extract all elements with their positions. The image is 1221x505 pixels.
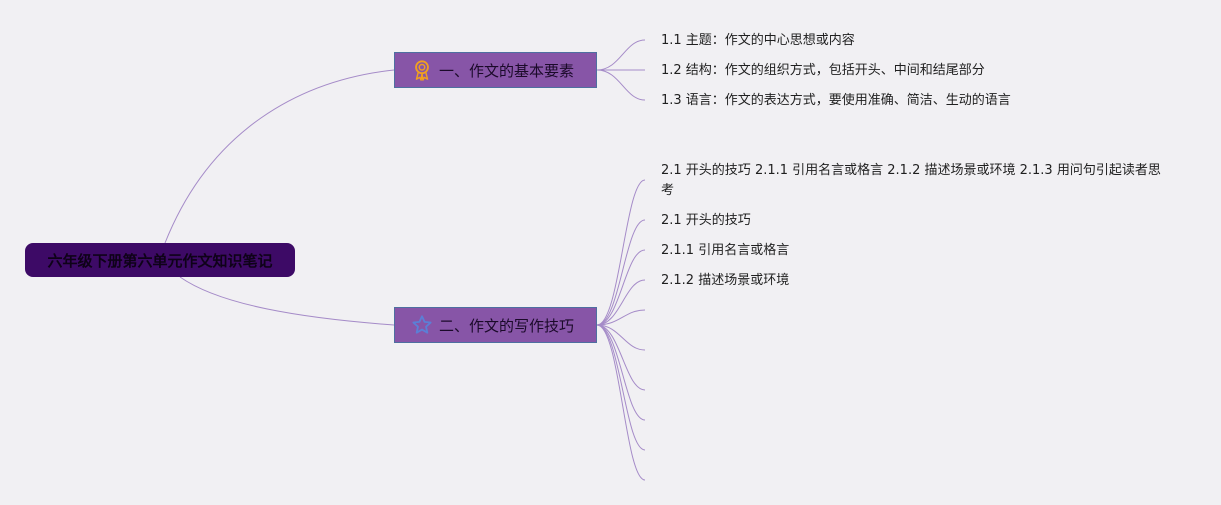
leaf-topic[interactable]: 1.1 主题：作文的中心思想或内容 xyxy=(661,33,855,48)
connector-branch-1-leaf-1 xyxy=(596,39,646,71)
star-icon xyxy=(412,315,432,334)
branch-node-writing-techniques[interactable]: 二、作文的写作技巧 xyxy=(394,307,597,343)
branch-node-basic-elements[interactable]: 一、作文的基本要素 xyxy=(394,52,597,88)
connector-branch-2-leaf-4 xyxy=(596,279,646,326)
leaf-quote-technique[interactable]: 2.1.1 引用名言或格言 xyxy=(661,243,790,258)
connector-branch-2-leaf-7 xyxy=(596,324,646,391)
leaf-opening-techniques-full[interactable]: 2.1 开头的技巧 2.1.1 引用名言或格言 2.1.2 描述场景或环境 2.… xyxy=(661,163,1161,198)
branch-label: 二、作文的写作技巧 xyxy=(439,316,575,335)
root-node[interactable]: 六年级下册第六单元作文知识笔记 xyxy=(25,243,295,277)
leaf-scene-technique[interactable]: 2.1.2 描述场景或环境 xyxy=(661,273,790,288)
connector-root-branch-2 xyxy=(179,276,395,326)
connector-branch-2-leaf-5 xyxy=(596,309,646,326)
connector-branch-2-leaf-1 xyxy=(596,179,646,326)
connector-branch-1-leaf-3 xyxy=(596,69,646,101)
connector-branch-2-leaf-2 xyxy=(596,219,646,326)
ribbon-badge-icon xyxy=(415,60,429,81)
connector-branch-2-leaf-10 xyxy=(596,324,646,481)
connector-root-branch-1 xyxy=(164,69,395,244)
leaf-language[interactable]: 1.3 语言：作文的表达方式，要使用准确、简洁、生动的语言 xyxy=(661,93,1011,108)
connector-branch-2-leaf-8 xyxy=(596,324,646,421)
root-title: 六年级下册第六单元作文知识笔记 xyxy=(47,251,273,270)
connector-branch-2-leaf-3 xyxy=(596,249,646,326)
connector-branch-2-leaf-6 xyxy=(596,324,646,351)
leaf-structure[interactable]: 1.2 结构：作文的组织方式，包括开头、中间和结尾部分 xyxy=(661,63,985,78)
branch-label: 一、作文的基本要素 xyxy=(439,61,575,80)
leaf-opening-techniques[interactable]: 2.1 开头的技巧 xyxy=(661,213,751,228)
